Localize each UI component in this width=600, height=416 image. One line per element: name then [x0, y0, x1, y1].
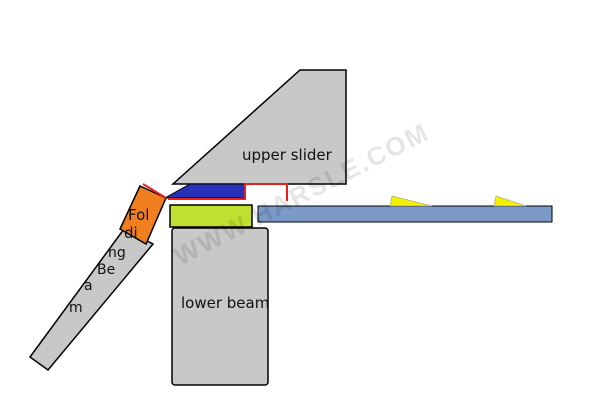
- clamp-outline: [168, 183, 288, 201]
- gauge-marker: [493, 195, 527, 207]
- upper-slider-label: upper slider: [242, 146, 333, 164]
- folding-beam-label-part5: a: [84, 278, 93, 294]
- folding-clamp-outline: [142, 183, 167, 199]
- lower-tool: [169, 204, 253, 228]
- folding-tool: [119, 185, 167, 246]
- folding-beam-label-part1: Fol: [128, 206, 149, 224]
- folding-beam-label-part6: m: [69, 300, 83, 316]
- lower-beam-body: [171, 227, 269, 386]
- folding-beam-label-part3: ng: [108, 245, 126, 261]
- upper-slider-body: [171, 69, 347, 185]
- folding-beam-label-part4: Be: [97, 262, 115, 278]
- upper-tool: [163, 183, 246, 199]
- lower-beam-label: lower beam: [181, 294, 269, 312]
- folding-beam-label-part2: di: [124, 224, 138, 242]
- folding-beam-body: [28, 228, 155, 372]
- gauge-marker: [389, 195, 433, 207]
